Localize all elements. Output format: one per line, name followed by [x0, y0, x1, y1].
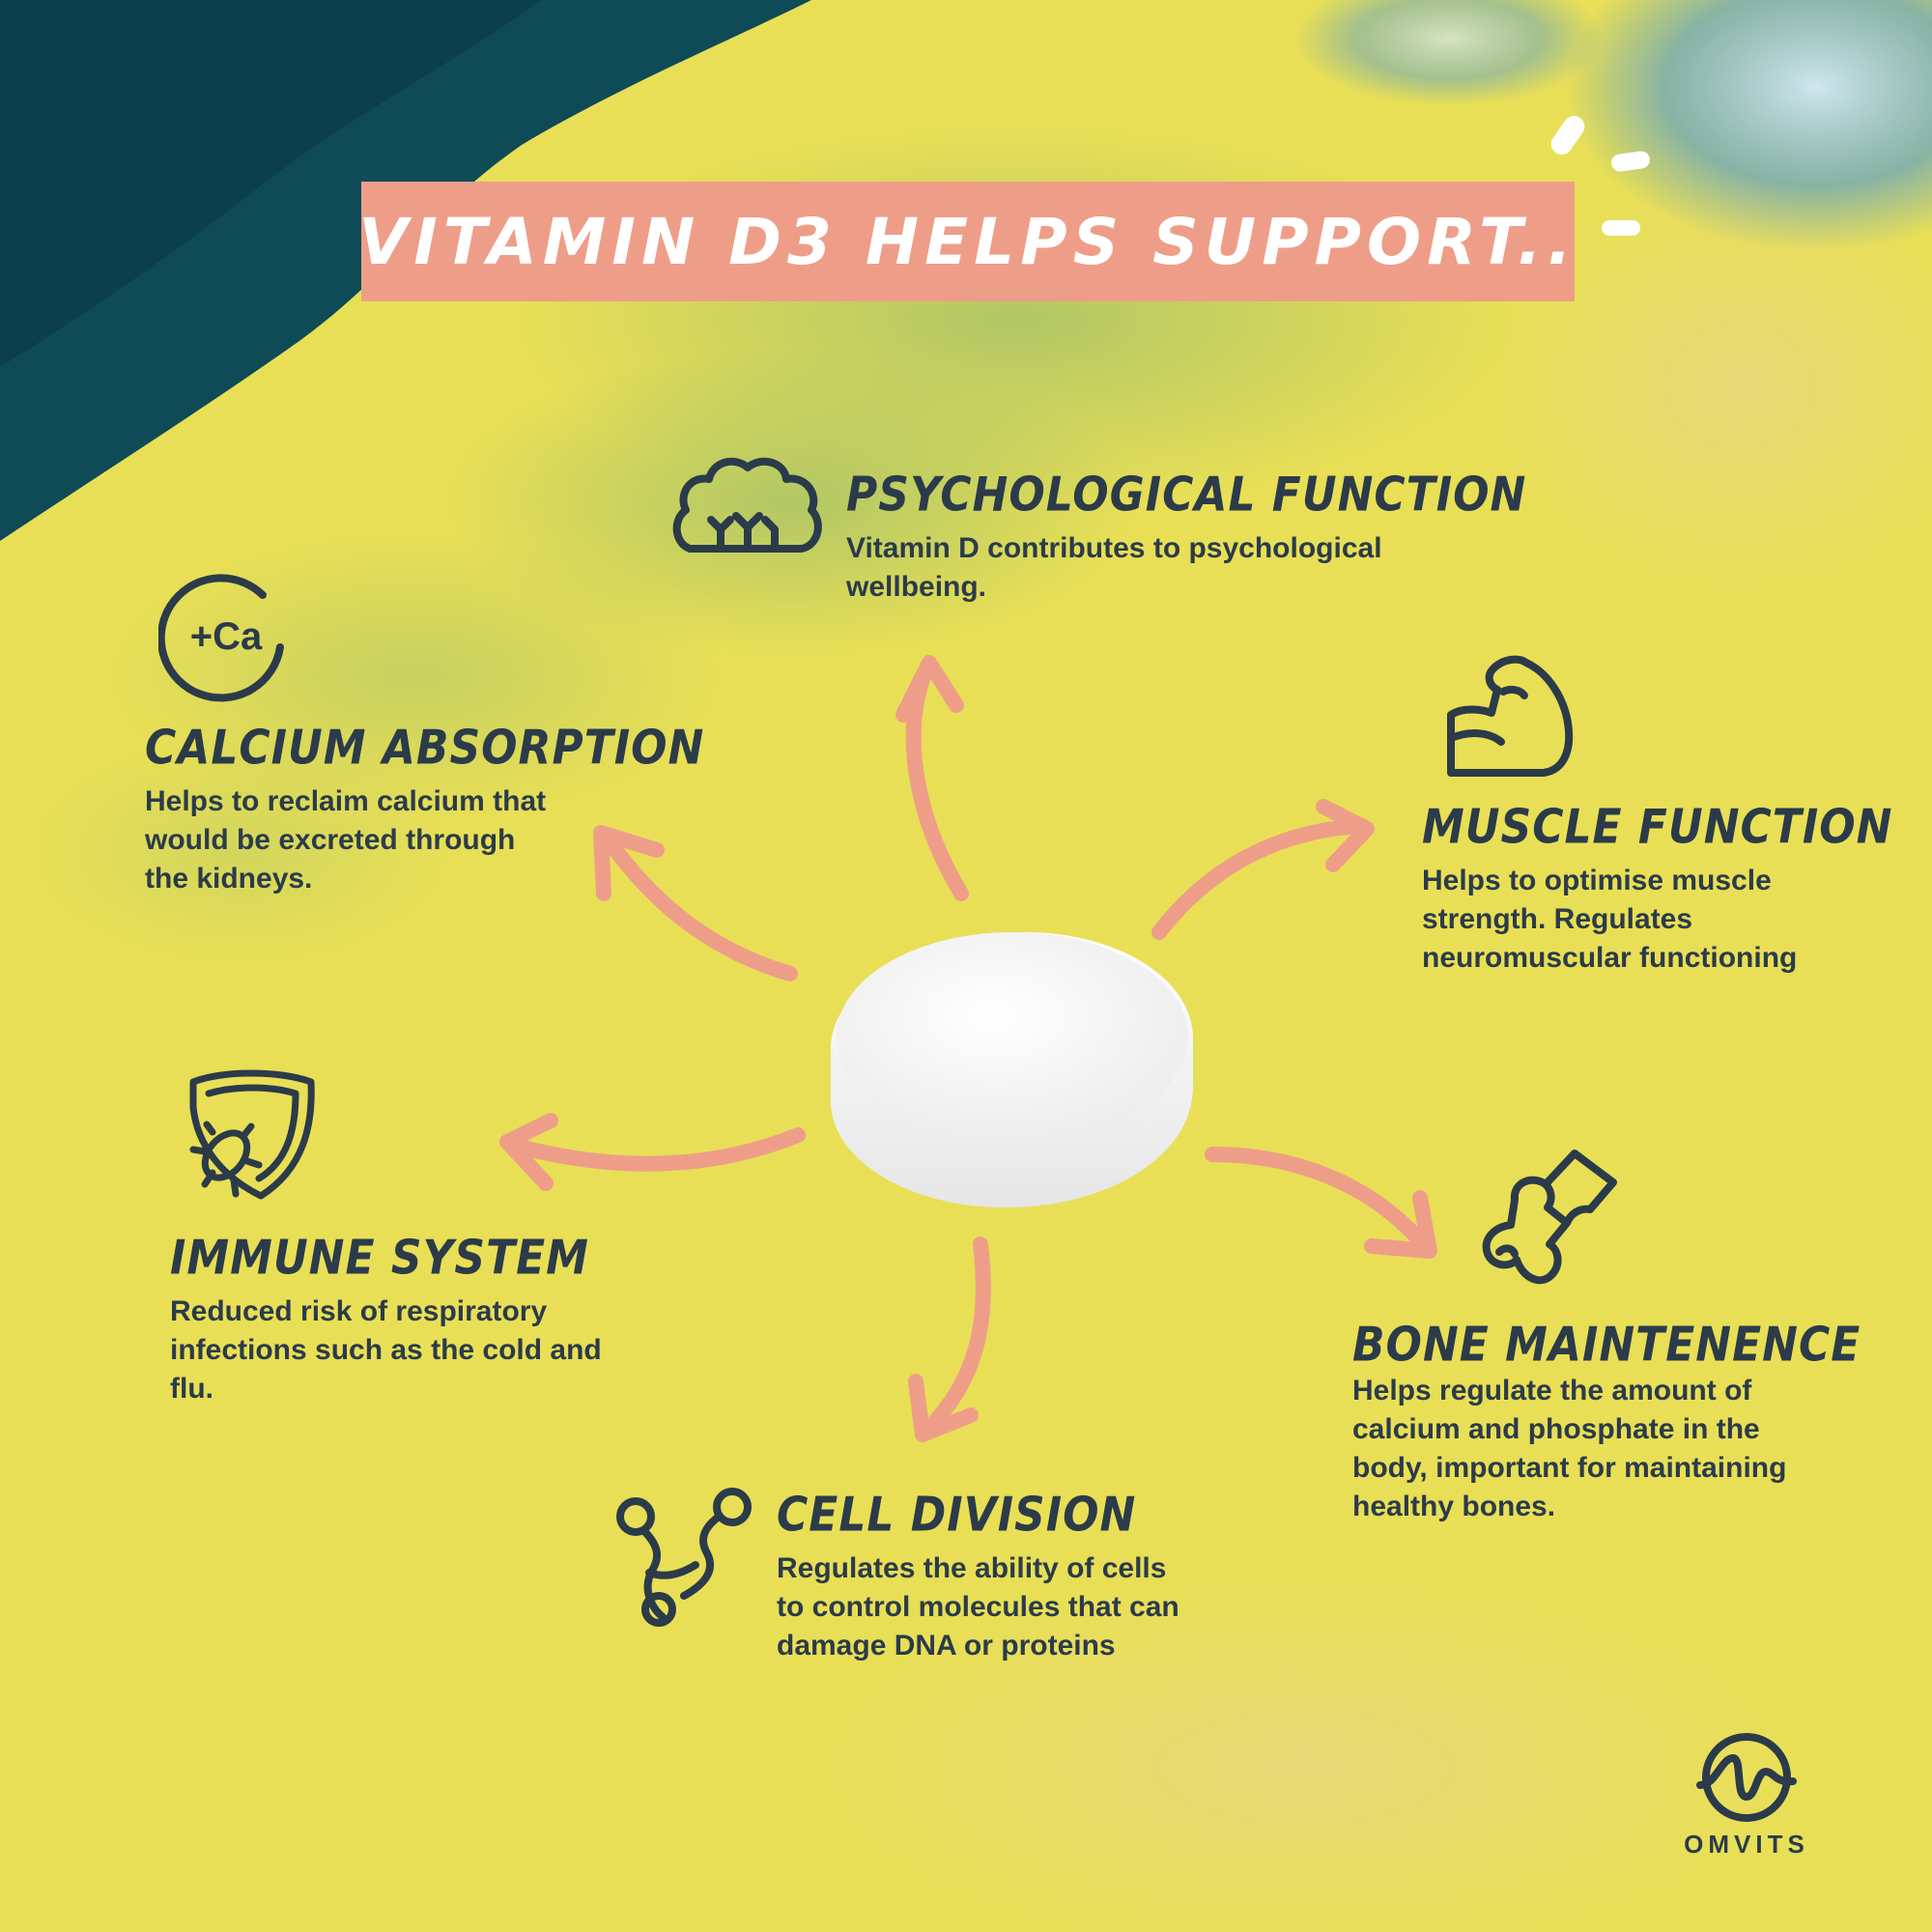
- shield-virus-icon: [184, 1068, 321, 1204]
- arrow-to-bone: [1205, 1147, 1437, 1259]
- arrow-to-cell: [908, 1236, 991, 1442]
- section-description: Vitamin D contributes to psychological w…: [846, 532, 1382, 604]
- calcium-icon: +Ca: [158, 568, 294, 703]
- section-description: Regulates the ability of cells to contro…: [777, 1552, 1179, 1662]
- section-title: CALCIUM ABSORPTION: [145, 720, 705, 776]
- bone-joint-icon: [1474, 1146, 1621, 1293]
- title-banner: VITAMIN D3 HELPS SUPPORT..: [358, 182, 1577, 301]
- vitamin-tablet: [831, 932, 1193, 1208]
- section-description: Helps to reclaim calcium that would be e…: [145, 785, 547, 895]
- calcium-icon-label: +Ca: [190, 615, 263, 658]
- section-description: Helps regulate the amount of calcium and…: [1352, 1375, 1787, 1523]
- section-title: MUSCLE FUNCTION: [1422, 799, 1893, 855]
- page-title: VITAMIN D3 HELPS SUPPORT..: [358, 204, 1577, 279]
- section-description: Reduced risk of respiratory infections s…: [170, 1295, 602, 1406]
- section-title: BONE MAINTENENCE: [1352, 1317, 1861, 1373]
- section-cell: CELL DIVISION Regulates the ability of c…: [777, 1487, 1279, 1665]
- section-title: CELL DIVISION: [777, 1487, 1137, 1543]
- arrow-to-muscle: [1151, 799, 1375, 940]
- section-title: IMMUNE SYSTEM: [170, 1230, 589, 1286]
- arrow-to-immune: [499, 1113, 806, 1191]
- arrow-to-calcium: [593, 825, 798, 981]
- section-bone: BONE MAINTENENCE Helps regulate the amou…: [1352, 1317, 1893, 1526]
- muscle-arm-icon: [1443, 649, 1578, 781]
- section-psychological: PSYCHOLOGICAL FUNCTION Vitamin D contrib…: [846, 467, 1527, 607]
- brain-icon: [670, 452, 825, 560]
- cell-division-icon: [612, 1482, 755, 1627]
- section-muscle: MUSCLE FUNCTION Helps to optimise muscle…: [1422, 799, 1893, 978]
- brand-logo: OMVITS: [1669, 1729, 1824, 1860]
- brand-name: OMVITS: [1684, 1830, 1809, 1859]
- section-immune: IMMUNE SYSTEM Reduced risk of respirator…: [170, 1230, 614, 1408]
- omvits-logo-icon: [1696, 1733, 1797, 1822]
- arrow-to-psychological: [895, 655, 969, 901]
- section-calcium: CALCIUM ABSORPTION Helps to reclaim calc…: [145, 720, 705, 898]
- section-title: PSYCHOLOGICAL FUNCTION: [846, 467, 1527, 523]
- section-description: Helps to optimise muscle strength. Regul…: [1422, 865, 1798, 975]
